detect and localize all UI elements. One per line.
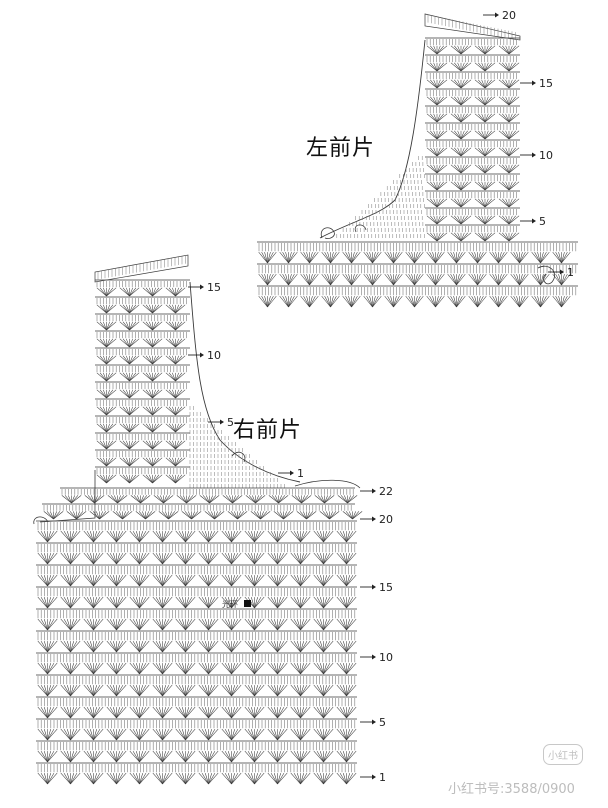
right-piece-row-band <box>95 347 190 365</box>
right-neckline-edge <box>189 281 301 483</box>
right-piece-row-band <box>95 330 190 348</box>
left-piece-row-band <box>425 37 520 55</box>
right-transition-rows <box>33 470 363 525</box>
right-row-label-1: 1 <box>278 467 304 480</box>
left-base-row-band <box>257 285 578 308</box>
right-piece-row-band <box>95 432 190 450</box>
left-row-label-1: 1 <box>548 266 574 279</box>
right-piece-row-band <box>95 381 190 399</box>
watermark-logo: 小红书 <box>543 744 583 765</box>
left-row-label-15: 15 <box>520 77 553 90</box>
center-mark-square <box>244 600 251 607</box>
right-row-label-15: 15 <box>360 581 393 594</box>
right-turning-loop <box>231 451 246 463</box>
right-piece-row-band <box>95 313 190 331</box>
left-piece-row-band <box>425 207 520 225</box>
right-row-label-5: 5 <box>360 716 386 729</box>
right-row-label-5: 5 <box>208 416 234 429</box>
right-piece-row-band <box>95 415 190 433</box>
left-piece-row-band <box>425 139 520 157</box>
left-neckline-edge <box>319 39 426 239</box>
left-piece-row-band <box>425 122 520 140</box>
left-piece-row-band <box>425 173 520 191</box>
left-piece-row-band <box>425 71 520 89</box>
right-piece-row-band <box>95 279 190 297</box>
left-row-label-10: 10 <box>520 149 553 162</box>
left-piece-top-row <box>424 13 521 41</box>
right-body-row-band <box>36 608 357 631</box>
right-body-row-band <box>36 520 357 543</box>
right-body-row-band <box>36 586 357 609</box>
right-row-21-band <box>42 503 363 520</box>
right-body-row-band <box>36 718 357 741</box>
right-slope-stitches <box>189 406 285 488</box>
left-piece-row-band <box>425 105 520 123</box>
right-body-row-band <box>36 542 357 565</box>
right-row-label-10: 10 <box>188 349 221 362</box>
left-piece-row-band <box>425 156 520 174</box>
right-piece-top-row <box>94 254 189 283</box>
left-base-row-band <box>257 241 578 264</box>
right-row-label-20: 20 <box>360 513 393 526</box>
left-base-row-band <box>257 263 578 286</box>
left-front-piece-title: 左前片 <box>306 136 376 161</box>
left-piece-row-band <box>425 88 520 106</box>
right-piece-row-band <box>95 364 190 382</box>
right-body-row-band <box>36 674 357 697</box>
watermark-text: 小红书号:3588/0900 <box>448 782 575 797</box>
left-piece-row-band <box>425 54 520 72</box>
left-front-piece-chart <box>257 13 578 308</box>
left-row-label-20: 20 <box>483 9 516 22</box>
left-piece-row-band <box>425 190 520 208</box>
left-turning-loop <box>354 224 367 233</box>
right-row-label-15: 15 <box>188 281 221 294</box>
right-row-22-band <box>60 487 358 504</box>
right-piece-row-band <box>95 398 190 416</box>
center-mark-label: 光环 <box>222 600 238 609</box>
right-body-row-band <box>36 564 357 587</box>
right-piece-row-band <box>95 296 190 314</box>
right-front-piece-chart <box>33 254 363 785</box>
right-row-label-10: 10 <box>360 651 393 664</box>
left-turning-loop <box>320 227 335 239</box>
right-piece-row-band <box>95 466 190 484</box>
left-row-label-5: 5 <box>520 215 546 228</box>
left-row1-loop <box>537 265 555 285</box>
right-row-label-1: 1 <box>360 771 386 784</box>
row-number-labels: 20 15 10 5 1 15 10 5 1 22 20 15 10 5 1 <box>188 9 574 784</box>
right-body-row-band <box>36 762 357 785</box>
right-piece-row-band <box>95 449 190 467</box>
left-piece-row-band <box>425 224 520 242</box>
right-row-label-22: 22 <box>360 485 393 498</box>
right-body-row-band <box>36 652 357 675</box>
left-slope-stitches <box>336 156 425 238</box>
right-body-row-band <box>36 696 357 719</box>
right-front-piece-title: 右前片 <box>233 418 303 443</box>
right-body-row-band <box>36 740 357 763</box>
right-body-row-band <box>36 630 357 653</box>
